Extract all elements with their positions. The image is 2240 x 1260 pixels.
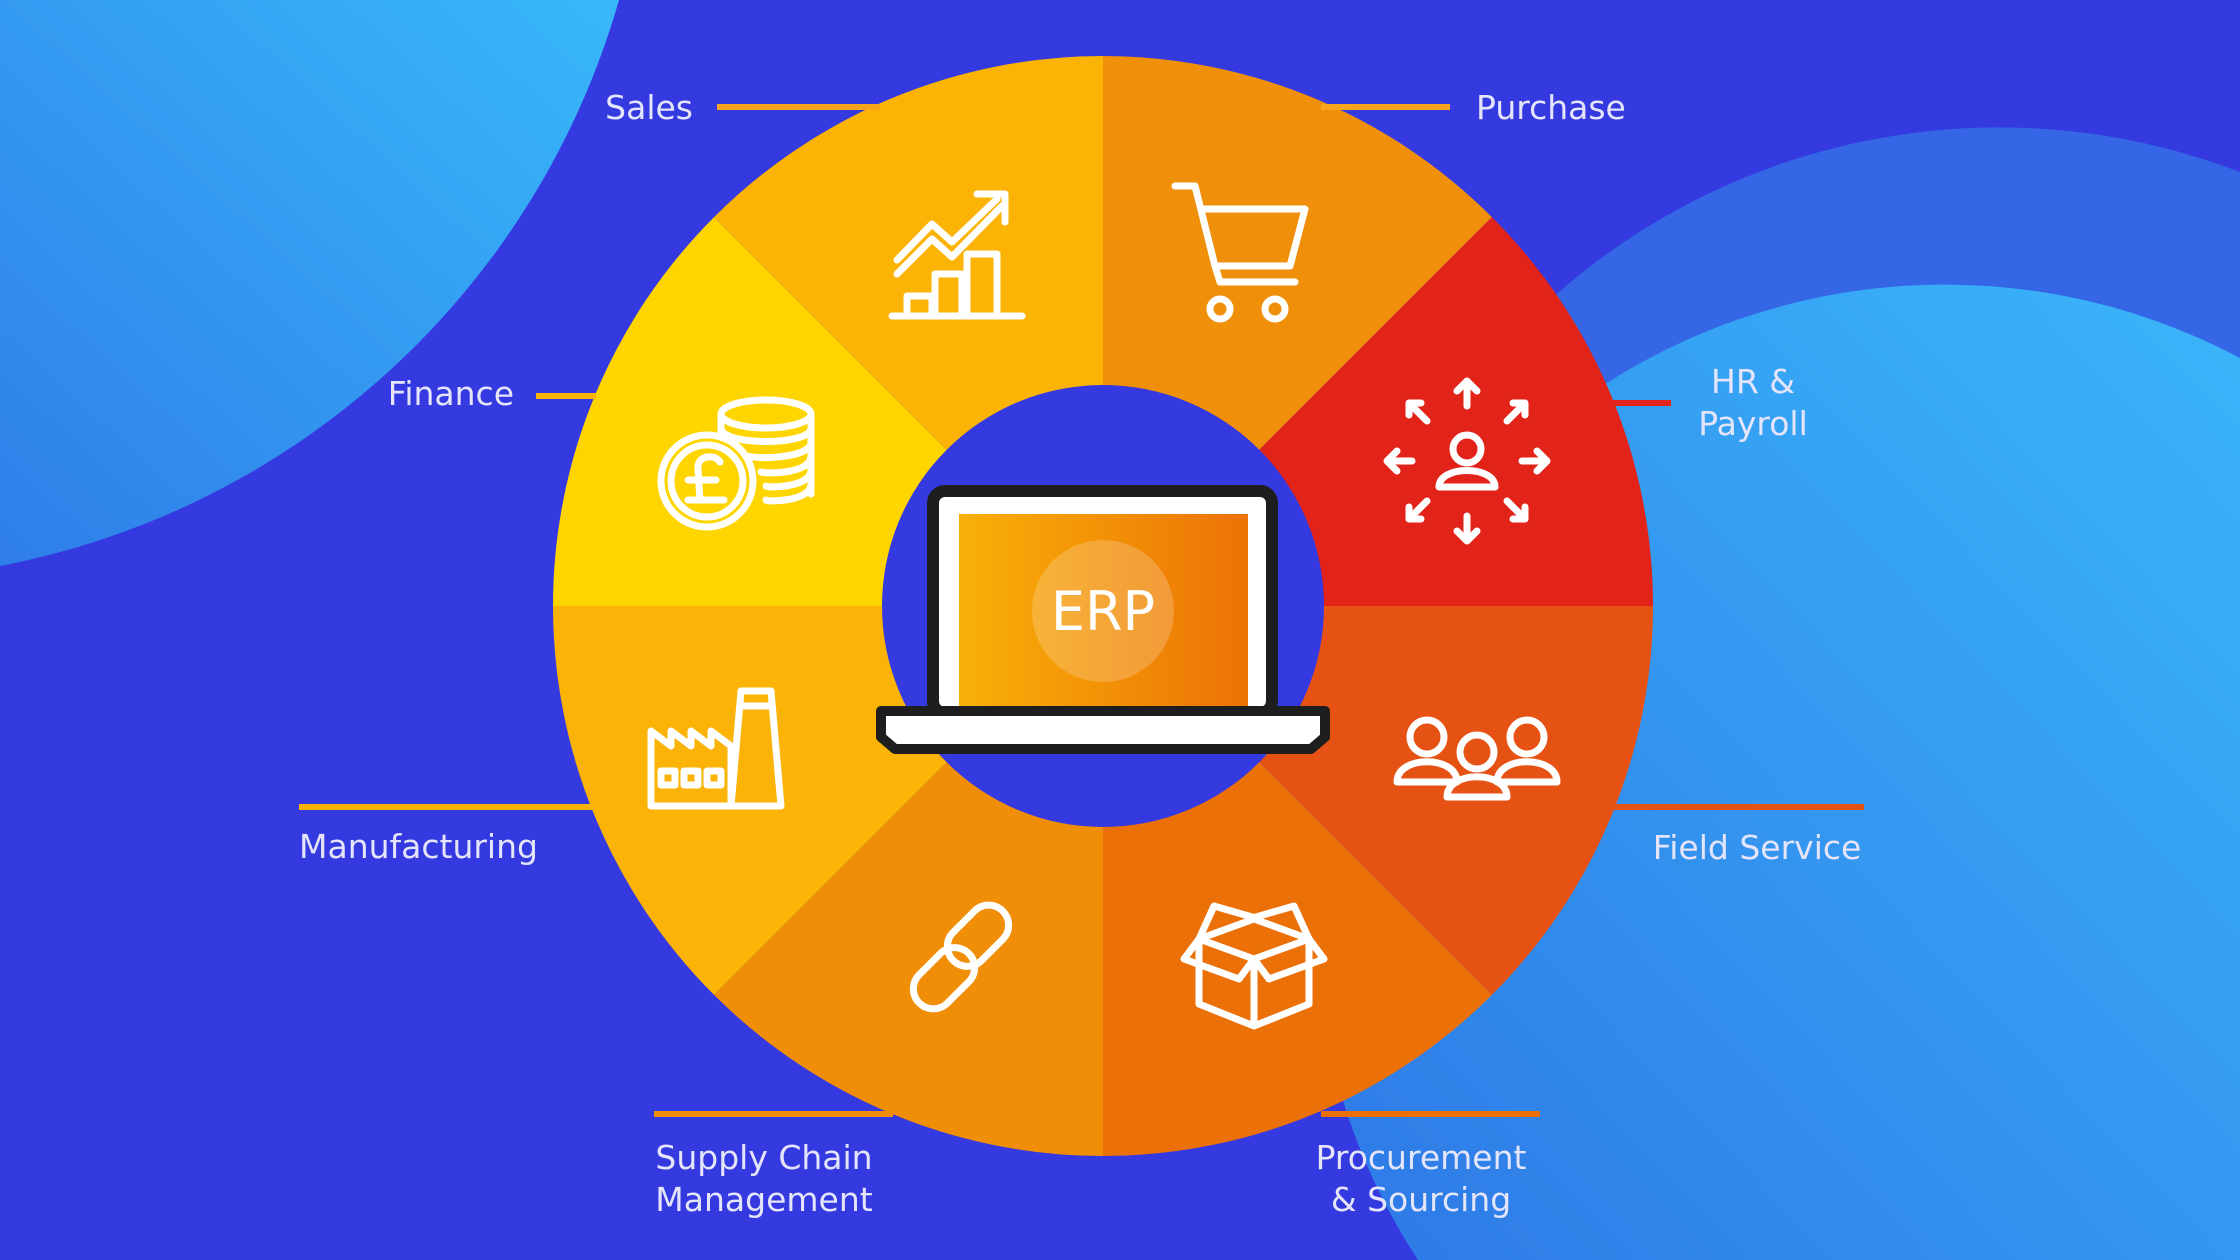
label-sales[interactable]: Sales: [605, 88, 693, 127]
label-line: Finance: [388, 374, 514, 413]
growth-chart-icon: [888, 190, 1026, 320]
laptop-icon: ERP: [876, 485, 1330, 754]
pound-coins-icon: [657, 396, 815, 531]
label-line: Procurement: [1316, 1138, 1527, 1177]
label-line: Management: [655, 1180, 872, 1219]
label-procurement[interactable]: Procurement& Sourcing: [1316, 1138, 1527, 1219]
open-box-icon: [1180, 902, 1328, 1030]
person-network-icon: [1383, 377, 1551, 545]
label-line: Payroll: [1698, 404, 1808, 443]
team-icon: [1393, 716, 1561, 801]
label-line: HR &: [1711, 362, 1795, 401]
label-hr-payroll[interactable]: HR &Payroll: [1698, 362, 1808, 443]
label-line: Manufacturing: [299, 827, 538, 866]
chain-link-icon: [909, 901, 1013, 1013]
connector-lines: [299, 104, 1864, 1117]
background-blob-top-left: [0, 0, 619, 566]
shopping-cart-icon: [1171, 182, 1309, 323]
erp-badge: [1032, 540, 1174, 682]
label-line: & Sourcing: [1331, 1180, 1511, 1219]
label-sales-text: Sales: [605, 88, 693, 127]
label-purchase-text: Purchase: [1476, 88, 1626, 127]
erp-label-text: ERP: [1051, 580, 1155, 643]
label-line: Field Service: [1653, 828, 1862, 867]
label-manufacturing[interactable]: Manufacturing: [299, 827, 538, 866]
label-field-service[interactable]: Field Service: [1653, 828, 1862, 867]
label-finance[interactable]: Finance: [388, 374, 514, 413]
label-line: Supply Chain: [655, 1138, 872, 1177]
erp-label: ERP: [1051, 580, 1155, 643]
factory-icon: [647, 687, 785, 810]
label-purchase[interactable]: Purchase: [1476, 88, 1626, 127]
